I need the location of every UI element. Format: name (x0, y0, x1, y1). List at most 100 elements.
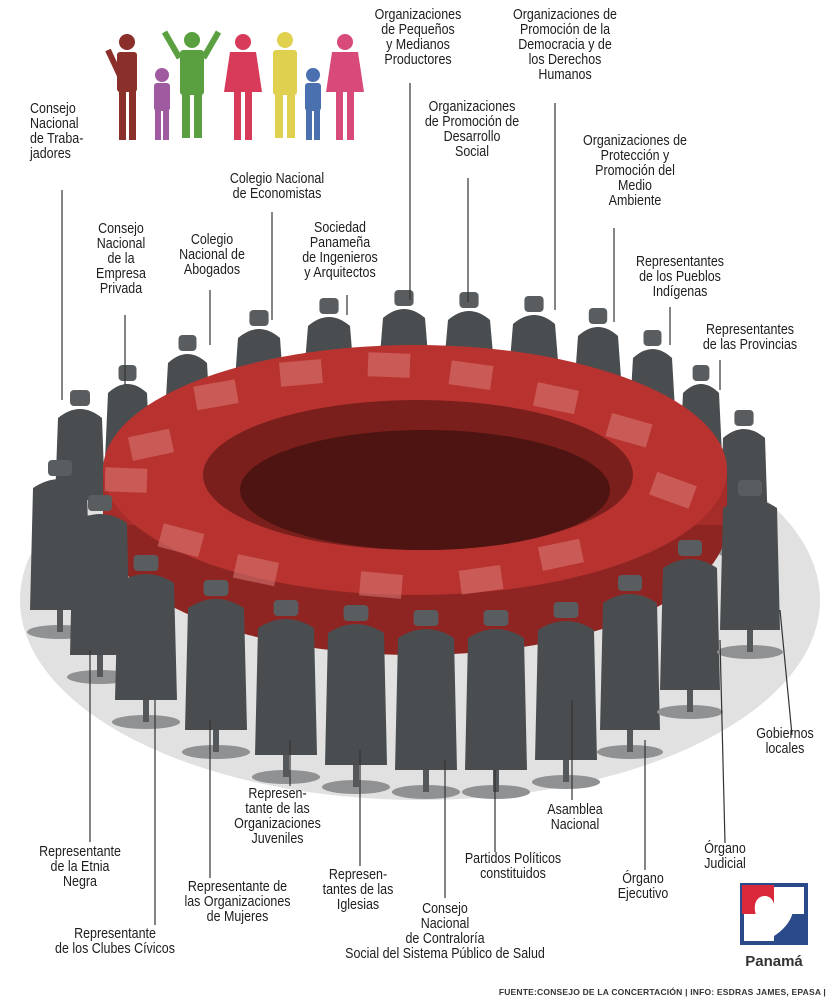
chair-head (553, 602, 579, 618)
table-paper (649, 471, 697, 509)
label-medio-ambiente: Organizaciones de Protección y Promoción… (582, 133, 687, 209)
heart-logo-icon (740, 883, 808, 945)
chair-front-7 (461, 610, 531, 799)
table-paper (127, 428, 175, 461)
label-pequenos-productores: Organizaciones de Pequeños y Medianos Pr… (374, 7, 462, 68)
chair-back (535, 621, 597, 760)
chair-head (588, 308, 608, 324)
table-paper (232, 554, 280, 587)
chair-head (203, 580, 229, 596)
table-papers (104, 352, 697, 599)
label-clubes-civicos: Representante de los Clubes Cívicos (55, 926, 175, 957)
family-icon (105, 30, 364, 140)
front-chairs (27, 460, 783, 799)
leader-lines (61, 83, 793, 925)
label-sociedad-ingenieros: Sociedad Panameña de Ingenieros y Arquit… (302, 220, 378, 281)
chair-back (720, 499, 780, 630)
label-consejo-empresa-privada: Consejo Nacional de la Empresa Privada (96, 221, 146, 297)
brand-name: Panamá (745, 953, 803, 970)
chair-back (600, 594, 660, 730)
chair-head (273, 600, 299, 616)
chair-stem (143, 700, 149, 722)
leader-line (719, 639, 726, 844)
chair-back (575, 327, 621, 378)
chair-back (55, 409, 105, 500)
label-etnia-negra: Representante de la Etnia Negra (39, 844, 121, 890)
table-paper (532, 382, 580, 415)
label-colegio-abogados: Colegio Nacional de Abogados (179, 232, 245, 278)
table-paper (367, 352, 411, 378)
table-paper (537, 538, 585, 571)
chair-head (133, 555, 159, 571)
chair-back (395, 629, 457, 770)
table-paper (279, 359, 323, 387)
label-consejo-nacional-trabajadores: Consejo Nacional de Traba- jadores (30, 101, 84, 162)
label-democracia-derechos: Organizaciones de Promoción de la Democr… (512, 7, 617, 83)
chair-stem (747, 630, 753, 652)
chair-back (115, 574, 177, 700)
chair-back (325, 624, 387, 765)
chair-front-6 (391, 610, 461, 799)
chair-back (70, 514, 130, 655)
chair-front-11 (717, 480, 783, 659)
table-paper (605, 412, 653, 448)
chair-head (88, 495, 112, 511)
chair-front-5 (321, 605, 391, 794)
label-partidos-politicos: Partidos Políticos constituidos (464, 851, 562, 882)
table-paper (104, 467, 148, 493)
chair-head (483, 610, 509, 626)
label-contraloria-social: Consejo Nacional de Contraloría Social d… (345, 901, 545, 962)
chair-front-9 (597, 575, 663, 759)
table-paper (193, 379, 239, 411)
label-provincias: Representantes de las Provincias (702, 322, 798, 353)
chair-head (692, 365, 710, 381)
chair-head (319, 298, 339, 314)
label-organizaciones-mujeres: Representante de las Organizaciones de M… (184, 879, 291, 925)
chair-head (618, 575, 642, 591)
chair-head (394, 290, 414, 306)
chair-head (249, 310, 269, 326)
chair-back (380, 309, 428, 355)
chair-head (343, 605, 369, 621)
panama-brand: Panamá (738, 882, 810, 970)
table-paper (157, 523, 205, 558)
table-paper (359, 571, 403, 599)
chair-stem (687, 690, 693, 712)
chair-head (70, 390, 90, 406)
chair-stem (213, 730, 219, 752)
chair-back (255, 619, 317, 755)
chair-stem (283, 755, 289, 777)
chair-stem (423, 770, 429, 792)
chair-stem (97, 655, 103, 677)
label-colegio-economistas: Colegio Nacional de Economistas (229, 171, 325, 202)
table-paper (448, 360, 494, 390)
chair-stem (57, 610, 63, 632)
chair-head (118, 365, 137, 381)
label-iglesias: Represen- tantes de las Iglesias (322, 867, 394, 913)
chair-head (678, 540, 702, 556)
chair-stem (493, 770, 499, 792)
chair-front-2 (111, 555, 181, 729)
label-organo-judicial: Órgano Judicial (704, 841, 746, 872)
chair-head (524, 296, 544, 312)
chair-front-3 (181, 580, 251, 759)
chair-front-8 (531, 602, 601, 789)
chair-back (510, 315, 558, 361)
chair-stem (353, 765, 359, 787)
chair-back (465, 629, 527, 770)
chair-stem (563, 760, 569, 782)
label-organo-ejecutivo: Órgano Ejecutivo (617, 871, 669, 902)
chair-head (178, 335, 197, 351)
chair-head (48, 460, 72, 476)
chair-head (413, 610, 439, 626)
label-asamblea-nacional: Asamblea Nacional (547, 802, 603, 833)
chair-stem (627, 730, 633, 752)
chair-head (459, 292, 479, 308)
chair-front-10 (657, 540, 723, 719)
chair-back (185, 599, 247, 730)
leader-line (779, 609, 793, 736)
chair-back (660, 559, 720, 690)
table-inner-well (240, 430, 610, 550)
